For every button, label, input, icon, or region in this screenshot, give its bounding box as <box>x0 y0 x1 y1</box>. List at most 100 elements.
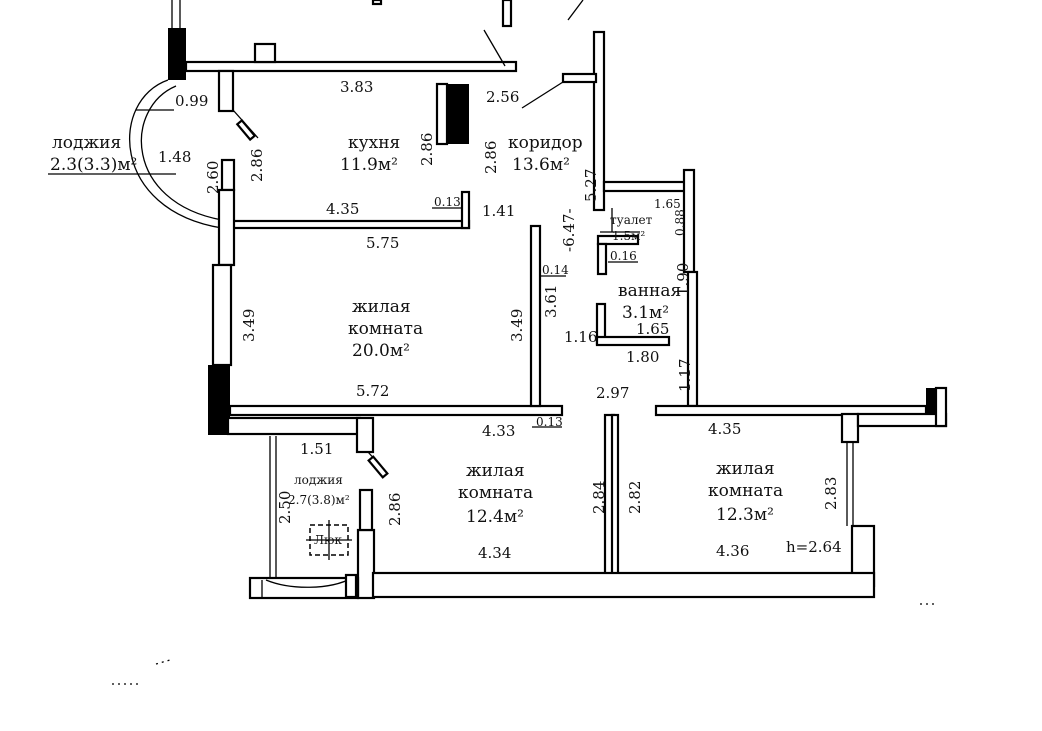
dim: 5.72 <box>356 382 389 400</box>
balcony-post <box>926 388 936 414</box>
loggia1-area: 2.3(3.3)м² <box>50 155 137 175</box>
dim: 1.65 <box>654 197 681 211</box>
dim: 0.16 <box>610 249 637 263</box>
loggia2-name: лоджия <box>294 473 343 487</box>
kitchen-left-wall-lower <box>220 158 236 192</box>
dim: 1.17 <box>676 359 694 392</box>
kitchen-column <box>447 84 469 144</box>
living2-left-wall <box>355 416 375 454</box>
dim: 0.13 <box>536 415 563 429</box>
corridor-area: 13.6м² <box>512 155 570 175</box>
living1-bottom-wall <box>228 404 564 417</box>
corridor-right-wall <box>592 30 606 212</box>
pillar <box>168 28 186 80</box>
door-swing <box>567 0 584 21</box>
living1-left-pillar <box>208 365 230 435</box>
loggia2-top-wall <box>226 416 362 436</box>
dim: 4.35 <box>326 200 359 218</box>
kitchen-bottom-wall <box>231 219 471 230</box>
loggia1-arc-inner <box>140 85 223 221</box>
dim: 5.27 <box>582 169 600 202</box>
dim: 2.56 <box>486 88 519 106</box>
dim: 1.65 <box>636 320 669 338</box>
loggia1-name: лоджия <box>52 133 121 153</box>
dim: 2.86 <box>418 133 436 166</box>
dim: 1.48 <box>158 148 191 166</box>
living2-area: 12.4м² <box>466 507 524 527</box>
loggia2-corner <box>344 573 358 599</box>
toilet-name: туалет <box>610 213 653 227</box>
dim: 0.99 <box>175 92 208 110</box>
living2-name: жилая <box>466 461 525 481</box>
dim: 2.97 <box>596 384 629 402</box>
living3-right-ledge <box>856 412 948 428</box>
dim: 3.49 <box>508 309 526 342</box>
kitchen-top-wall <box>184 60 518 73</box>
wall-fragment <box>501 0 513 28</box>
toilet-area: 1.5м² <box>612 229 645 243</box>
walls <box>128 0 948 600</box>
living3-area: 12.3м² <box>716 505 774 525</box>
corridor-name: коридор <box>508 133 583 153</box>
living1-area: 20.0м² <box>352 341 410 361</box>
dim: 4.36 <box>716 542 749 560</box>
living2-name2: комната <box>458 483 533 503</box>
dim: 1.90 <box>674 263 692 296</box>
dim: 2.84 <box>590 481 608 514</box>
living2-left-wall-mid <box>358 488 374 532</box>
kitchen-area: 11.9м² <box>340 155 398 175</box>
living3-name2: комната <box>708 481 783 501</box>
kitchen-partition <box>435 82 449 146</box>
dim: 2.50 <box>276 491 294 524</box>
toilet-bottom-wall <box>596 234 640 246</box>
bathroom-area: 3.1м² <box>622 303 669 323</box>
dim: 2.86 <box>386 493 404 526</box>
living1-right-wall <box>529 224 542 408</box>
loggia2-bottom-wall <box>248 576 360 600</box>
dim: 4.35 <box>708 420 741 438</box>
loggia1-arc <box>128 79 223 229</box>
corridor-stub <box>561 72 598 84</box>
living3-right-ledge-end <box>934 386 948 428</box>
dim: 3.83 <box>340 78 373 96</box>
bathroom-bottom-wall <box>595 335 671 347</box>
toilet-top-wall <box>602 180 690 193</box>
dim: 1.51 <box>300 440 333 458</box>
dim: 2.86 <box>248 149 266 182</box>
living1-left-wall-mid <box>211 263 233 367</box>
kitchen-bottom-stub <box>460 190 471 230</box>
toilet-bottom-stub <box>596 242 608 276</box>
wall-fragment <box>371 0 383 6</box>
dim: 1.80 <box>626 348 659 366</box>
dim: 0.13 <box>434 195 461 209</box>
living1-left-wall <box>217 188 236 267</box>
dim: 0.14 <box>542 263 569 277</box>
bathroom-name: ванная <box>618 281 681 301</box>
door-leaf <box>367 455 389 479</box>
dim: 4.34 <box>478 544 511 562</box>
dimensions: 3.83 0.99 2.56 1.48 2.86 2.60 2.86 2.86 … <box>158 78 840 562</box>
ceiling-height: h=2.64 <box>786 538 842 556</box>
bottom-outer-wall <box>371 571 876 599</box>
dim: 2.60 <box>204 161 222 194</box>
door-swing <box>521 81 564 109</box>
dim: -6.47- <box>560 208 578 252</box>
dim: 2.82 <box>626 481 644 514</box>
loggia2-area: 2.7(3.8)м² <box>288 493 350 507</box>
vent-shaft <box>253 42 277 64</box>
living3-right-pillar <box>840 412 860 444</box>
door-leaf <box>235 118 257 142</box>
dim: 2.83 <box>822 477 840 510</box>
dim: 5.75 <box>366 234 399 252</box>
bedroom-partition-2 <box>610 413 620 577</box>
dim: 4.33 <box>482 422 515 440</box>
dim: 0.88 <box>673 209 687 236</box>
kitchen-left-wall <box>217 69 235 113</box>
hatch-label: Люк <box>314 533 342 547</box>
dim: 3.49 <box>240 309 258 342</box>
dim: 1.41 <box>482 202 515 220</box>
living2-left-wall-lower <box>356 528 376 600</box>
dim: 1.16 <box>564 328 597 346</box>
living3-name: жилая <box>716 459 775 479</box>
